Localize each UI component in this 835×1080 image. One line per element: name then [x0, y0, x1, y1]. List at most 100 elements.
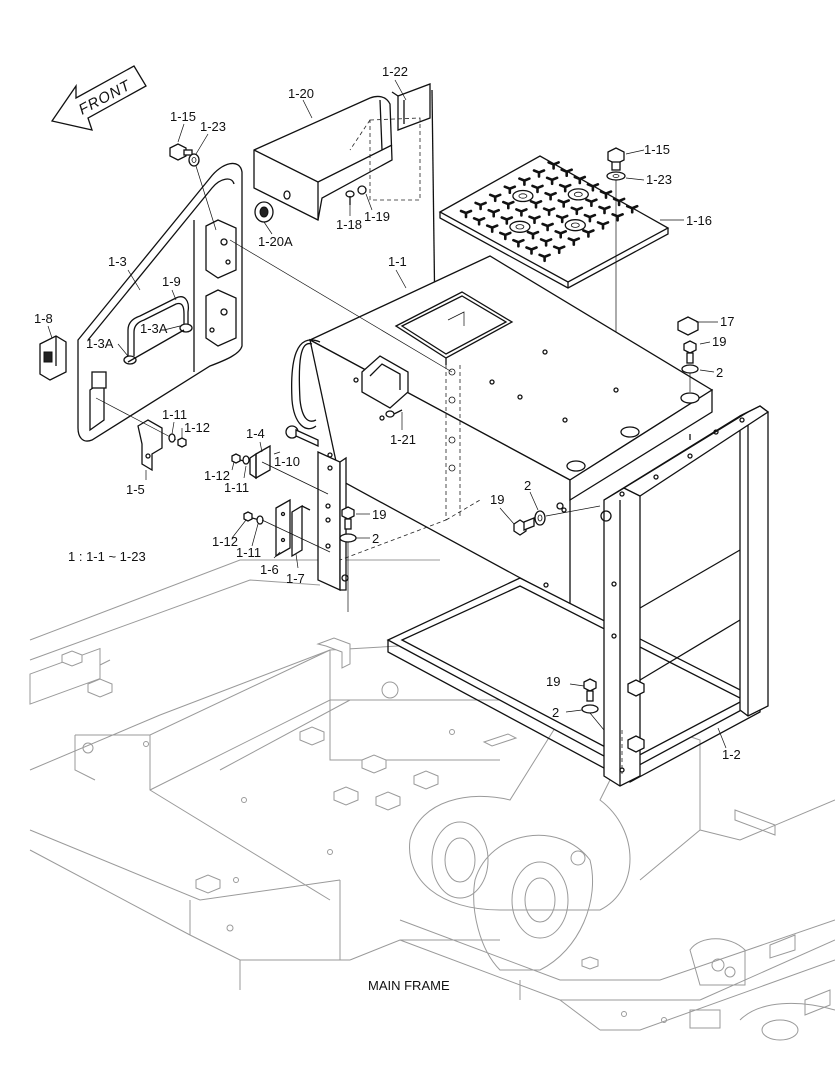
callout-1-5: 1-5: [126, 482, 145, 497]
callout-1-15-left: 1-15: [170, 109, 196, 124]
grille-slot: [544, 191, 557, 201]
callout-19-bottom: 19: [546, 674, 560, 689]
callout-1-20a: 1-20A: [258, 234, 293, 249]
grille-slot: [555, 214, 569, 224]
grille-slot: [583, 213, 597, 223]
grille-slot: [596, 221, 610, 230]
bolt-1-15-left: [169, 143, 193, 161]
grille-slot: [487, 208, 500, 218]
grille-mount-hole-inner: [573, 191, 583, 197]
grille-slot: [560, 168, 573, 177]
callout-1-22: 1-22: [382, 64, 408, 79]
grille-slot: [528, 215, 541, 224]
washer-2-mid: [534, 510, 546, 526]
nut-17: [677, 316, 699, 336]
grille-slot: [570, 206, 584, 216]
grille-slot: [557, 199, 570, 208]
grille-slot: [558, 183, 572, 193]
tool-box-1-1: [291, 255, 714, 607]
callout-1-12-a: 1-12: [184, 420, 210, 435]
grille-slot: [539, 238, 553, 247]
grille-slot: [526, 230, 540, 240]
screw-1-18: [345, 190, 355, 205]
callout-1-19: 1-19: [364, 209, 390, 224]
grille-slot: [547, 161, 560, 170]
grille-slot: [499, 231, 512, 241]
grille-slot: [485, 224, 499, 233]
grille-slot: [611, 213, 624, 222]
grille-slot: [573, 175, 587, 185]
bolt-1-10: [285, 425, 319, 448]
grille-slot: [552, 245, 566, 254]
grille-slot: [500, 216, 514, 225]
callout-1-20: 1-20: [288, 86, 314, 101]
callout-1-16: 1-16: [686, 213, 712, 228]
washer-1-11-c: [256, 515, 264, 525]
main-frame-caption: MAIN FRAME: [368, 978, 450, 993]
callout-1-7: 1-7: [286, 571, 305, 586]
lock-1-8: [39, 335, 67, 381]
grille-slot: [503, 185, 517, 194]
callout-1-8: 1-8: [34, 311, 53, 326]
grille-slot: [599, 190, 613, 199]
washer-1-11-b: [242, 455, 250, 465]
grille-slot: [625, 204, 639, 214]
callout-1-12-c: 1-12: [212, 534, 238, 549]
callout-1-11-a: 1-11: [162, 407, 187, 422]
callout-leaders: [47, 79, 727, 749]
grille-mount-hole: [564, 219, 586, 232]
striker-1-5: [95, 397, 177, 472]
grille-slot: [529, 200, 543, 209]
washer-2-right-top: [681, 364, 699, 374]
callout-2-right: 2: [716, 365, 723, 380]
callout-1-3a-right: 1-3A: [140, 321, 168, 336]
bracket-1-7: [291, 504, 311, 558]
callout-1-9: 1-9: [162, 274, 181, 289]
grille-slot: [567, 237, 581, 246]
washer-2-left: [339, 533, 357, 543]
callout-2-mid: 2: [524, 478, 531, 493]
grille-slot: [541, 222, 554, 232]
door-panel-1-3: [77, 162, 243, 442]
grille-slot: [512, 238, 525, 248]
callout-1-21: 1-21: [390, 432, 416, 447]
grille-slot: [582, 229, 595, 238]
grille-slot: [598, 205, 611, 215]
callout-1-18: 1-18: [336, 217, 362, 232]
callout-1-23-left: 1-23: [200, 119, 226, 134]
grille-slot: [488, 193, 502, 203]
washer-1-23-left: [188, 153, 200, 167]
callout-17: 17: [720, 314, 734, 329]
bolt-19-bottom: [583, 678, 597, 702]
grille-slot: [525, 246, 538, 255]
grille-slot: [586, 183, 600, 192]
callout-1-10: 1-10: [274, 454, 300, 469]
callout-1-1: 1-1: [388, 254, 407, 269]
grille-mount-hole-inner: [518, 193, 528, 199]
screw-1-21: [385, 409, 403, 418]
grommet-1-20a: [254, 201, 274, 223]
latch-1-4: [249, 444, 271, 480]
callout-1-11-c: 1-11: [236, 545, 261, 560]
grille-slot: [474, 201, 487, 211]
grille-slot: [554, 230, 567, 239]
grille-mount-hole: [567, 188, 589, 201]
washer-2-bottom: [581, 704, 599, 714]
bolt-19-left: [341, 506, 355, 530]
callout-1-6: 1-6: [260, 562, 279, 577]
callout-19-mid: 19: [490, 492, 504, 507]
callout-2-bottom: 2: [552, 705, 559, 720]
grille-slot: [538, 253, 551, 263]
bracket-1-6: [275, 498, 291, 558]
grille-slot: [515, 208, 528, 217]
callout-1-11-b: 1-11: [224, 480, 249, 495]
grille-slot: [518, 177, 531, 186]
grille-mount-hole: [512, 189, 534, 203]
washer-1-19: [357, 185, 367, 195]
callout-1-3: 1-3: [108, 254, 127, 269]
callout-1-4: 1-4: [246, 426, 265, 441]
callout-1-15-right: 1-15: [644, 142, 670, 157]
callout-1-3a-left: 1-3A: [86, 336, 114, 351]
grille-slot: [502, 200, 515, 210]
